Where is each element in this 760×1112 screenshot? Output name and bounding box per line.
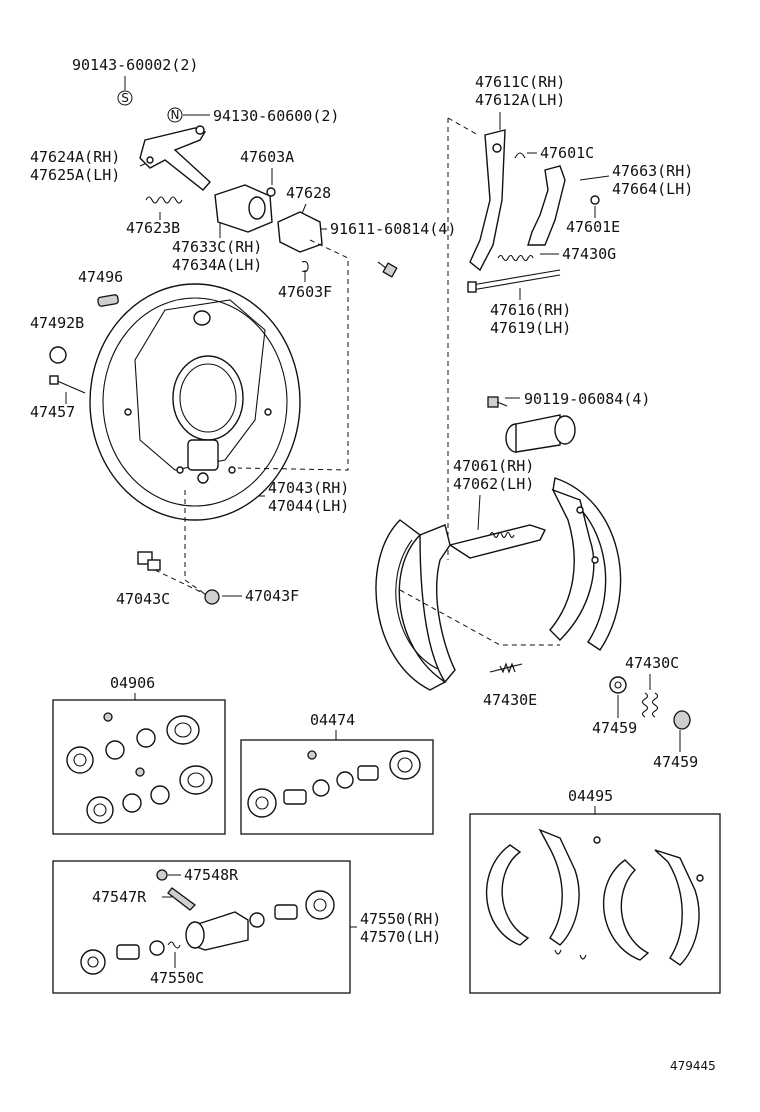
- label-kit-04495: 04495: [568, 787, 613, 805]
- label-47550c: 47550C: [150, 969, 204, 987]
- label-47459-a: 47459: [592, 719, 637, 737]
- nut-47043f: [204, 589, 220, 605]
- label-94130: 94130-60600(2): [213, 107, 339, 125]
- label-47619: 47619(LH): [490, 319, 571, 337]
- label-47496: 47496: [78, 268, 123, 286]
- label-47061: 47061(RH): [453, 457, 534, 475]
- label-47633c: 47633C(RH): [172, 238, 262, 256]
- brake-shoe-right: [549, 477, 622, 651]
- bolt-90119: [487, 396, 508, 408]
- kit-04495-box: [469, 813, 721, 994]
- label-kit-04906: 04906: [110, 674, 155, 692]
- plug-47496: [97, 294, 119, 307]
- label-47611c: 47611C(RH): [475, 73, 565, 91]
- kit-47550-parts: [80, 869, 335, 975]
- label-47634a: 47634A(LH): [172, 256, 262, 274]
- label-47623b: 47623B: [126, 219, 180, 237]
- bolt-91611: [377, 261, 398, 278]
- spring-47623b: [145, 196, 183, 204]
- lever-47611c: [469, 129, 506, 272]
- label-47062: 47062(LH): [453, 475, 534, 493]
- label-47459-b: 47459: [653, 753, 698, 771]
- spring-47430c: [641, 692, 659, 718]
- clip-47601e: [590, 195, 600, 205]
- label-47547r: 47547R: [92, 888, 147, 906]
- label-47548r: 47548R: [184, 866, 239, 884]
- label-47457: 47457: [30, 403, 75, 421]
- clip-47601c: [514, 152, 526, 159]
- label-47430g: 47430G: [562, 245, 616, 263]
- brake-shoe-left: [375, 519, 456, 691]
- wheel-cylinder: [505, 414, 576, 453]
- label-47603f: 47603F: [278, 283, 332, 301]
- kit-04474-parts: [247, 750, 421, 818]
- label-47550: 47550(RH): [360, 910, 441, 928]
- lever-47663: [527, 165, 566, 246]
- label-47616: 47616(RH): [490, 301, 571, 319]
- pin-47430e: [489, 662, 523, 674]
- label-47601c: 47601C: [540, 144, 594, 162]
- washer-47459-b: [673, 710, 691, 730]
- label-47612a: 47612A(LH): [475, 91, 565, 109]
- adjuster-47061: [448, 524, 546, 559]
- kit-04906-box: [52, 699, 226, 835]
- label-47664: 47664(LH): [612, 180, 693, 198]
- label-47628: 47628: [286, 184, 331, 202]
- marker-s: S: [121, 91, 129, 105]
- label-47044: 47044(LH): [268, 497, 349, 515]
- label-47603a: 47603A: [240, 148, 294, 166]
- spring-47430g: [497, 254, 534, 262]
- label-47043c: 47043C: [116, 590, 170, 608]
- adjuster-body-47633c: [214, 184, 273, 233]
- label-47430e: 47430E: [483, 691, 537, 709]
- label-91611: 91611-60814(4): [330, 220, 456, 238]
- backing-plate-47043: [89, 283, 301, 521]
- bolt-47457: [49, 375, 86, 394]
- label-47492b: 47492B: [30, 314, 84, 332]
- kit-04906-parts: [66, 712, 213, 824]
- label-kit-04474: 04474: [310, 711, 355, 729]
- cover-47628: [277, 211, 323, 253]
- label-47570: 47570(LH): [360, 928, 441, 946]
- washer-47459-a: [609, 676, 627, 694]
- strut-47616: [467, 269, 561, 293]
- marker-s-icon: [117, 90, 133, 106]
- marker-n: N: [171, 108, 180, 122]
- kit-04495-shoes: [485, 828, 704, 966]
- label-90143: 90143-60002(2): [72, 56, 198, 74]
- label-47043: 47043(RH): [268, 479, 349, 497]
- marker-n-icon: [167, 107, 183, 123]
- label-47624a: 47624A(RH): [30, 148, 120, 166]
- label-47601e: 47601E: [566, 218, 620, 236]
- label-47625a: 47625A(LH): [30, 166, 120, 184]
- label-47043f: 47043F: [245, 587, 299, 605]
- kit-04474-box: [240, 739, 434, 835]
- clip-47603f: [301, 261, 309, 273]
- figure-number: 479445: [670, 1059, 716, 1073]
- label-47430c: 47430C: [625, 654, 679, 672]
- plug-47492b: [49, 346, 67, 364]
- bolt-47043c: [137, 551, 161, 571]
- label-47663: 47663(RH): [612, 162, 693, 180]
- pin-47603a: [266, 187, 276, 197]
- parking-brake-lever: [139, 125, 211, 191]
- label-90119: 90119-06084(4): [524, 390, 650, 408]
